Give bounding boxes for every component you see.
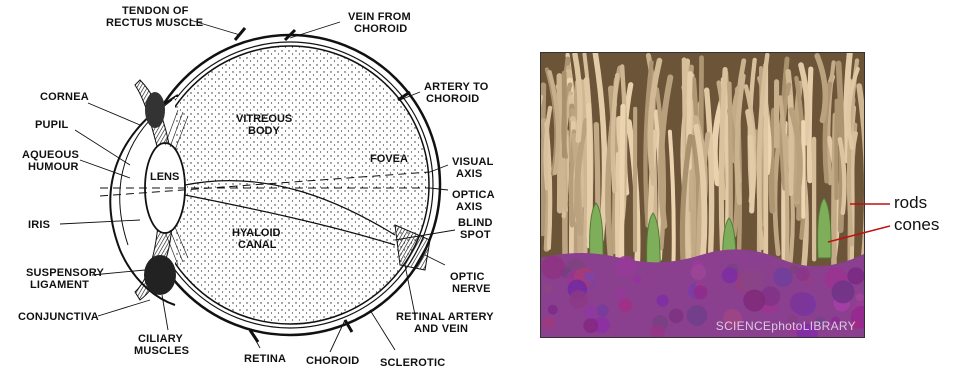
label-conjunctiva: CONJUNCTIVA	[18, 311, 99, 323]
label-cornea: CORNEA	[40, 91, 89, 103]
rod	[750, 138, 752, 211]
label-hyaloid: HYALOID	[232, 227, 281, 239]
label-artery: ARTERY TO	[424, 81, 489, 93]
base-cell	[773, 267, 792, 286]
rod	[771, 111, 774, 211]
label-visual-2: AXIS	[456, 168, 482, 180]
label-hyaloid-2: CANAL	[238, 239, 277, 251]
base-cell	[796, 267, 810, 281]
base-cell	[691, 265, 706, 280]
micrograph-image	[541, 53, 865, 338]
label-choroid: CHOROID	[306, 355, 359, 367]
base-cell	[687, 305, 708, 326]
base-cell	[856, 293, 864, 301]
base-cell	[619, 299, 632, 312]
base-cell	[541, 256, 565, 280]
label-retina: RETINA	[244, 353, 286, 365]
label-fovea: FOVEA	[370, 153, 408, 165]
base-cell	[597, 304, 609, 316]
label-lens: LENS	[150, 171, 179, 183]
label-vitreous-2: BODY	[248, 125, 280, 137]
base-cell	[847, 267, 864, 284]
label-suspensory-2: LIGAMENT	[30, 279, 89, 291]
micrograph-annotations: rods cones	[820, 180, 954, 260]
base-cell	[583, 318, 598, 333]
label-ciliary-2: MUSCLES	[134, 345, 189, 357]
label-retinal-2: AND VEIN	[414, 323, 468, 335]
label-optic-2: NERVE	[452, 283, 491, 295]
rod	[617, 118, 619, 273]
base-cell	[542, 317, 555, 330]
label-artery-2: CHOROID	[426, 93, 479, 105]
base-cell	[669, 309, 684, 324]
cones-pointer	[828, 226, 890, 242]
label-visual: VISUAL	[452, 156, 494, 168]
label-sclerotic: SCLEROTIC	[380, 357, 445, 369]
eye-diagram: TENDON OF RECTUS MUSCLE VEIN FROM CHOROI…	[0, 0, 520, 371]
label-optic: OPTIC	[450, 271, 485, 283]
label-blind: BLIND	[458, 217, 493, 229]
label-suspensory: SUSPENSORY	[26, 267, 104, 279]
photo-credit: SCIENCEphotoLIBRARY	[716, 319, 856, 333]
base-cell	[657, 295, 669, 307]
label-vitreous: VITREOUS	[236, 113, 292, 125]
label-optical: OPTICA	[452, 189, 495, 201]
base-cell	[694, 285, 708, 299]
cones-label: cones	[894, 215, 939, 235]
rods-label: rods	[894, 193, 927, 213]
label-optical-2: AXIS	[456, 201, 482, 213]
base-cell	[615, 288, 628, 301]
label-tendon: TENDON OF	[122, 5, 189, 17]
base-cell	[633, 275, 641, 283]
label-pupil: PUPIL	[35, 119, 68, 131]
base-cell	[722, 267, 738, 283]
base-cell	[569, 290, 588, 309]
base-cell	[548, 305, 558, 315]
label-ciliary: CILIARY	[138, 333, 183, 345]
base-cell	[584, 272, 595, 283]
label-blind-2: SPOT	[460, 229, 491, 241]
retina-micrograph: SCIENCEphotoLIBRARY	[540, 52, 865, 338]
label-aqueous-2: HUMOUR	[28, 161, 79, 173]
base-cell	[584, 305, 598, 319]
base-cell	[615, 256, 636, 277]
rod	[589, 105, 590, 246]
base-cell	[740, 269, 764, 293]
label-retinal: RETINAL ARTERY	[396, 311, 494, 323]
eyeball	[100, 28, 440, 342]
label-aqueous: AQUEOUS	[22, 149, 79, 161]
base-cell	[790, 292, 812, 314]
label-tendon-2: RECTUS MUSCLE	[106, 17, 203, 29]
label-iris: IRIS	[28, 219, 50, 231]
base-cell	[832, 280, 855, 303]
label-vein: VEIN FROM	[348, 11, 411, 23]
label-vein-2: CHOROID	[354, 23, 407, 35]
base-cell	[743, 289, 765, 311]
base-cell	[542, 284, 552, 294]
